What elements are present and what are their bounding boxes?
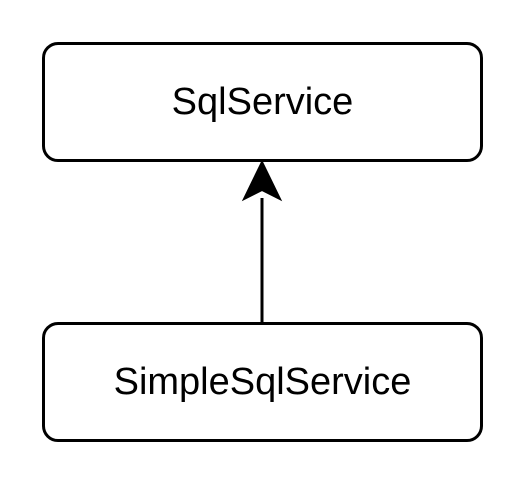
inheritance-arrowhead (241, 159, 283, 202)
node-simple-sql-service[interactable]: SimpleSqlService (42, 322, 483, 442)
node-sql-service[interactable]: SqlService (42, 42, 483, 162)
node-label-sql-service: SqlService (171, 80, 354, 123)
node-label-simple-sql-service: SimpleSqlService (113, 360, 412, 403)
